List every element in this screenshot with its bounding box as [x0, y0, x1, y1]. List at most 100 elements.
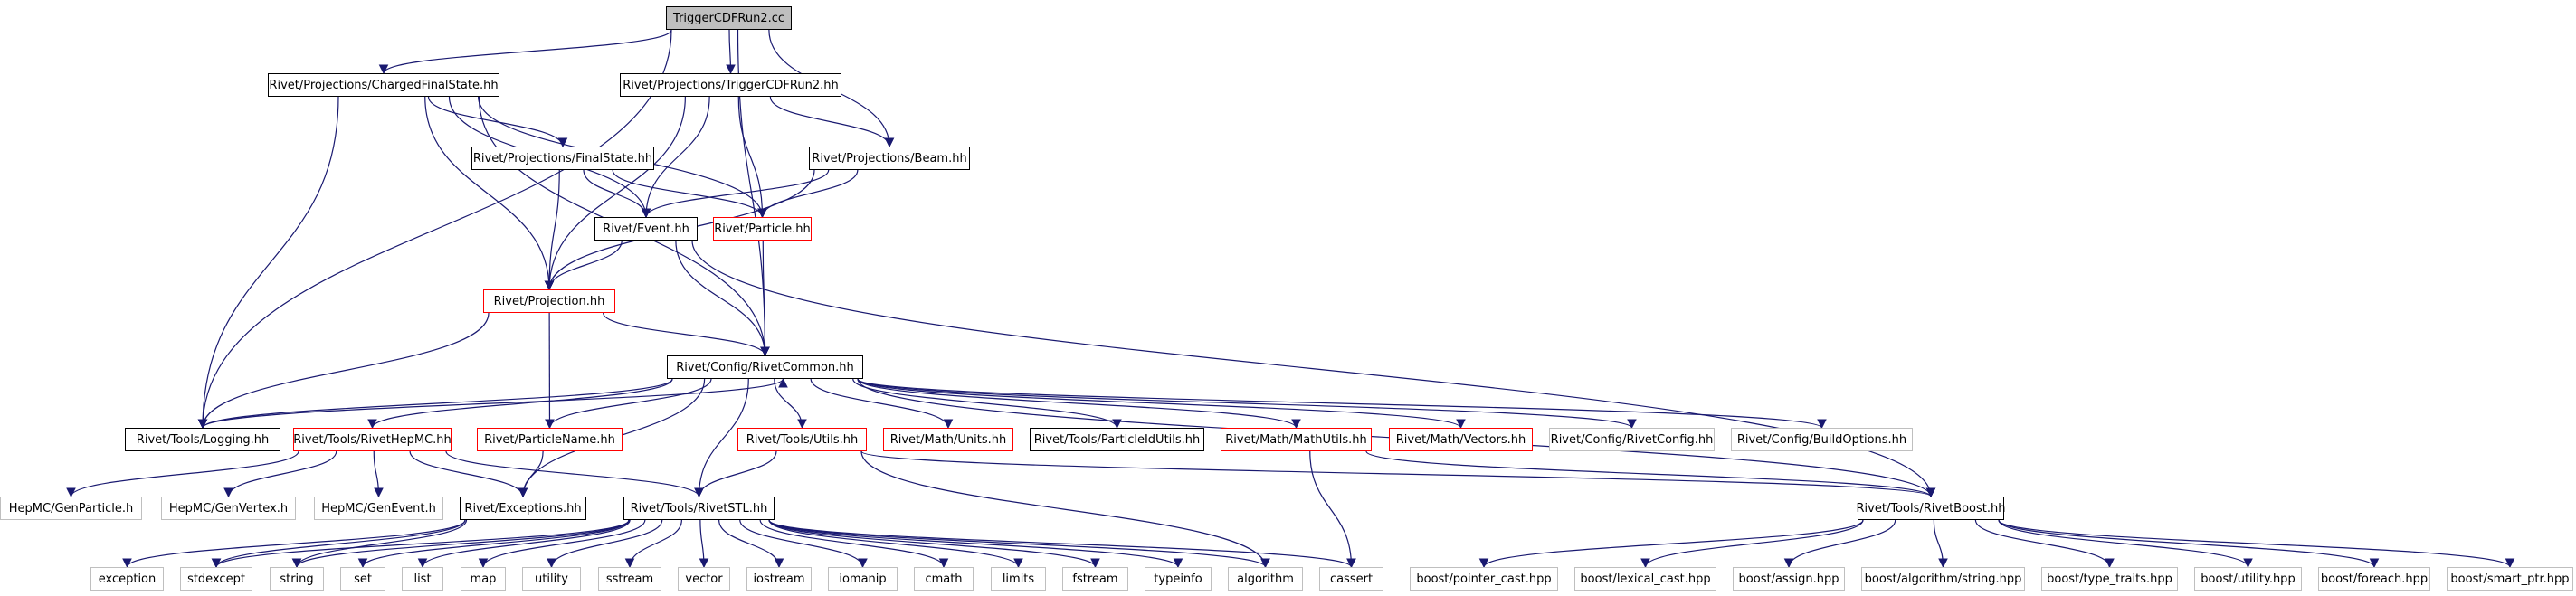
- edge-beam-to-event: [641, 169, 830, 219]
- node-particle[interactable]: Rivet/Particle.hh: [713, 217, 812, 241]
- node-iostream: iostream: [746, 567, 812, 591]
- edge-stl-to-map: [478, 519, 646, 569]
- edge-event-to-common: [675, 240, 770, 357]
- node-b_foreach: boost/foreach.hpp: [2318, 567, 2430, 591]
- node-mathutils[interactable]: Rivet/Math/MathUtils.hh: [1221, 428, 1372, 451]
- edge-common-to-units: [810, 378, 954, 430]
- node-algorithm: algorithm: [1228, 567, 1303, 591]
- node-b_typetraits: boost/type_traits.hpp: [2041, 567, 2178, 591]
- edge-hepmc-to-genvertex: [223, 450, 337, 498]
- node-utility: utility: [522, 567, 581, 591]
- node-cassert: cassert: [1319, 567, 1383, 591]
- edge-boost-to-b_foreach: [1998, 519, 2380, 569]
- node-logging[interactable]: Rivet/Tools/Logging.hh: [125, 428, 280, 451]
- edge-hepmc-to-genparticle: [66, 450, 299, 498]
- node-fstream: fstream: [1062, 567, 1128, 591]
- edge-event-to-boost: [691, 240, 1936, 498]
- node-utils[interactable]: Rivet/Tools/Utils.hh: [737, 428, 867, 451]
- node-genparticle: HepMC/GenParticle.h: [0, 497, 142, 520]
- node-b_ptrcast: boost/pointer_cast.hpp: [1410, 567, 1558, 591]
- node-genevent: HepMC/GenEvent.h: [314, 497, 443, 520]
- edge-tcdf-to-event: [641, 96, 710, 219]
- edge-exceptions-to-stdexcept: [211, 519, 466, 569]
- node-map: map: [461, 567, 506, 591]
- node-units[interactable]: Rivet/Math/Units.hh: [883, 428, 1013, 451]
- node-bopts: Rivet/Config/BuildOptions.hh: [1731, 428, 1913, 451]
- node-genvertex: HepMC/GenVertex.h: [161, 497, 296, 520]
- edge-common-to-mathutils: [857, 378, 1301, 430]
- node-event[interactable]: Rivet/Event.hh: [594, 217, 698, 241]
- edge-fs-to-event: [583, 169, 651, 219]
- node-b_lexcast: boost/lexical_cast.hpp: [1574, 567, 1716, 591]
- node-b_assign: boost/assign.hpp: [1733, 567, 1845, 591]
- edge-exceptions-to-string: [291, 519, 468, 569]
- edge-stl-to-list: [417, 519, 631, 569]
- node-exceptions[interactable]: Rivet/Exceptions.hh: [460, 497, 586, 520]
- edge-boost-to-b_smartptr: [1998, 519, 2515, 569]
- node-hepmc[interactable]: Rivet/Tools/RivetHepMC.hh: [293, 428, 452, 451]
- node-pname[interactable]: Rivet/ParticleName.hh: [477, 428, 623, 451]
- edge-common-to-bopts: [857, 378, 1827, 430]
- node-root: TriggerCDFRun2.cc: [666, 6, 792, 30]
- edge-particle-to-common: [760, 240, 770, 357]
- node-tcdf[interactable]: Rivet/Projections/TriggerCDFRun2.hh: [620, 73, 841, 97]
- edge-stl-to-fstream: [768, 519, 1100, 569]
- edge-common-to-hepmc: [367, 378, 673, 430]
- node-common[interactable]: Rivet/Config/RivetCommon.hh: [667, 355, 863, 379]
- node-beam[interactable]: Rivet/Projections/Beam.hh: [809, 147, 970, 170]
- edge-stl-to-iomanip: [739, 519, 868, 569]
- edge-boost-to-b_algstr: [1933, 519, 1948, 569]
- node-list: list: [402, 567, 443, 591]
- edge-pname-to-exceptions: [518, 450, 544, 498]
- edge-root-to-tcdf: [726, 29, 736, 75]
- node-exception: exception: [90, 567, 164, 591]
- node-vectors[interactable]: Rivet/Math/Vectors.hh: [1389, 428, 1533, 451]
- edge-cfs-to-logging: [197, 96, 339, 430]
- edge-hepmc-to-genevent: [373, 450, 384, 498]
- node-iomanip: iomanip: [828, 567, 898, 591]
- edge-stl-to-set: [357, 519, 630, 569]
- edge-stl-to-sstream: [624, 519, 682, 569]
- node-fs[interactable]: Rivet/Projections/FinalState.hh: [471, 147, 654, 170]
- edge-stl-to-vector: [699, 519, 709, 569]
- edge-tcdf-to-beam: [769, 96, 895, 148]
- edge-fs-to-proj: [544, 169, 560, 291]
- edge-beam-to-particle: [757, 169, 859, 219]
- edge-stl-to-cmath: [759, 519, 949, 569]
- node-vector: vector: [678, 567, 730, 591]
- edge-common-to-logging: [197, 378, 673, 430]
- edge-utils-to-algorithm: [860, 450, 1270, 569]
- edge-common-to-pname: [545, 378, 712, 430]
- edge-boost-to-b_typetraits: [1974, 519, 2115, 569]
- edge-boost-to-b_lexcast: [1640, 519, 1864, 569]
- edge-stl-to-stdexcept: [211, 519, 630, 569]
- edge-boost-to-b_assign: [1783, 519, 1896, 569]
- edge-fs-to-particle: [612, 169, 767, 219]
- edge-utils-to-boost: [860, 450, 1935, 498]
- edge-stl-to-iostream: [718, 519, 784, 569]
- edge-utils-to-stl: [694, 450, 777, 498]
- edge-common-to-stl: [694, 378, 749, 498]
- node-boost[interactable]: Rivet/Tools/RivetBoost.hh: [1857, 497, 2005, 520]
- edge-stl-to-utility: [547, 519, 663, 569]
- edge-proj-to-logging: [197, 312, 490, 430]
- node-set: set: [340, 567, 385, 591]
- node-b_utility: boost/utility.hpp: [2194, 567, 2302, 591]
- edge-stl-to-typeinfo: [768, 519, 1183, 569]
- edge-boost-to-b_utility: [1998, 519, 2253, 569]
- edge-mathutils-to-boost: [1365, 450, 1936, 498]
- edge-hepmc-to-exceptions: [409, 450, 528, 498]
- node-typeinfo: typeinfo: [1145, 567, 1212, 591]
- node-b_algstr: boost/algorithm/string.hpp: [1861, 567, 2025, 591]
- node-stl[interactable]: Rivet/Tools/RivetSTL.hh: [623, 497, 775, 520]
- node-proj[interactable]: Rivet/Projection.hh: [483, 289, 615, 313]
- edge-common-to-utils: [774, 378, 807, 430]
- node-stdexcept: stdexcept: [180, 567, 252, 591]
- node-pidutils[interactable]: Rivet/Tools/ParticleIdUtils.hh: [1030, 428, 1204, 451]
- edge-mathutils-to-cassert: [1309, 450, 1356, 569]
- node-sstream: sstream: [598, 567, 661, 591]
- node-cfs[interactable]: Rivet/Projections/ChargedFinalState.hh: [268, 73, 499, 97]
- edge-stl-to-limits: [768, 519, 1023, 569]
